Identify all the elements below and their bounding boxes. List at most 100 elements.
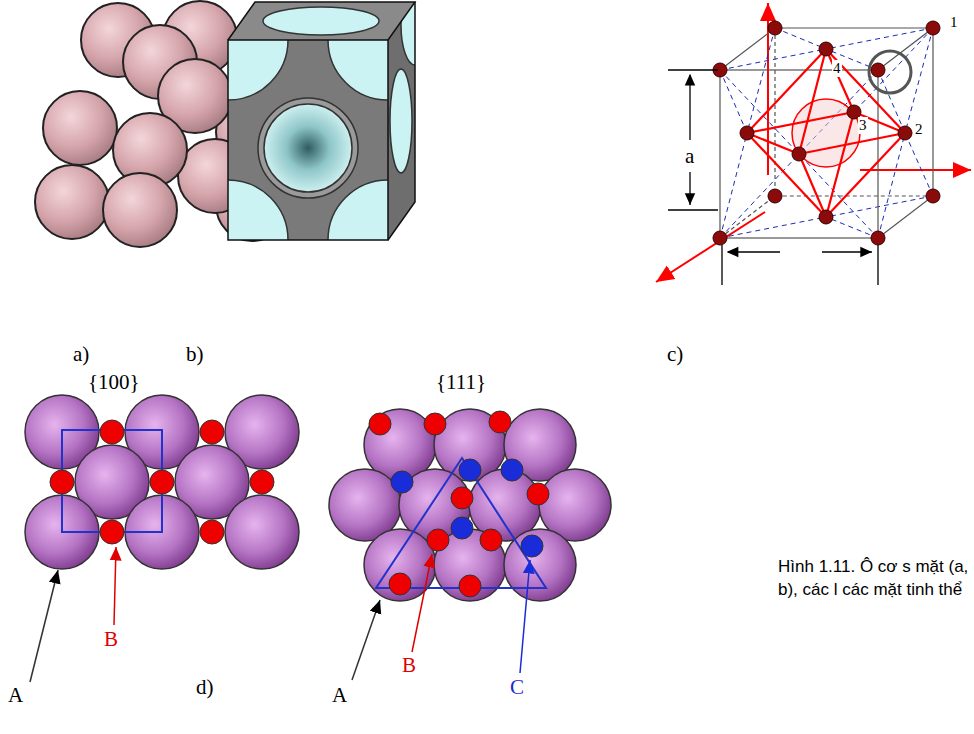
- drawing-part: [388, 2, 415, 240]
- drawing-part: [50, 470, 74, 494]
- figure-letter: c): [667, 343, 683, 366]
- drawing-part: [720, 70, 878, 238]
- drawing-part: [30, 570, 58, 682]
- drawing-part: [527, 483, 549, 505]
- drawing-part: [713, 21, 940, 245]
- drawing-part: [728, 251, 780, 252]
- drawing-part: [860, 169, 971, 171]
- unit-cell-cut: [168, 0, 448, 300]
- drawing-part: [369, 411, 549, 597]
- drawing-part: [100, 420, 124, 444]
- drawing-part: [200, 420, 224, 444]
- drawing-part: [926, 189, 940, 203]
- drawing-part: [877, 245, 878, 285]
- drawing-part: [720, 28, 933, 238]
- drawing-part: [689, 75, 690, 140]
- plane-111: [329, 409, 611, 680]
- drawing-part: [225, 495, 299, 569]
- drawing-part: [747, 49, 905, 217]
- drawing-part: [103, 173, 177, 247]
- figure-caption: Hình 1.11. Ô cơ s mặt (a, b), các l các …: [778, 556, 970, 602]
- drawing-part: [720, 28, 933, 238]
- drawing-part: [35, 165, 109, 239]
- drawing-part: [228, 40, 388, 240]
- drawing-part: [721, 245, 722, 285]
- drawing-part: [376, 458, 546, 588]
- site-letter: B: [104, 628, 118, 651]
- drawing-part: [668, 70, 878, 285]
- drawing-part: [822, 251, 872, 252]
- drawing-part: [768, 189, 782, 203]
- dimension-label: a: [684, 145, 695, 168]
- drawing-part: [799, 154, 826, 217]
- drawing-part: [258, 98, 358, 198]
- drawing-part: [424, 413, 446, 435]
- drawing-part: [228, 2, 415, 240]
- drawing-part: [228, 2, 415, 40]
- drawing-part: [720, 196, 933, 238]
- drawing-part: [747, 133, 826, 217]
- drawing-part: [869, 51, 911, 93]
- drawing-part: [905, 133, 933, 196]
- drawing-part: [668, 69, 718, 70]
- drawing-part: [826, 28, 933, 49]
- drawing-part: [898, 126, 912, 140]
- drawing-part: [391, 471, 413, 493]
- drawing-part: [689, 172, 690, 205]
- callout-number: 1: [950, 14, 958, 31]
- drawing-part: [713, 231, 727, 245]
- drawing-part: [427, 529, 449, 551]
- plane-index: {111}: [436, 371, 486, 394]
- drawing-part: [389, 573, 411, 595]
- callout-number: 2: [915, 121, 923, 138]
- drawing-part: [228, 40, 388, 240]
- drawing-part: [720, 70, 747, 133]
- drawing-part: [720, 154, 799, 238]
- plane-100: [25, 395, 299, 682]
- site-letter: A: [332, 684, 347, 707]
- drawing-part: [200, 520, 224, 544]
- drawing-part: [774, 28, 775, 196]
- drawing-part: [819, 42, 833, 56]
- drawing-part: [329, 409, 611, 601]
- drawing-part: [451, 517, 473, 539]
- drawing-part: [352, 600, 380, 680]
- site-letter: C: [510, 676, 524, 699]
- drawing-part: [720, 70, 799, 154]
- drawing-part: [521, 535, 543, 557]
- drawing-part: [263, 7, 379, 35]
- drawing-part: [150, 470, 174, 494]
- drawing-part: [826, 49, 854, 112]
- figure-letter: b): [186, 343, 204, 366]
- drawing-part: [228, 40, 288, 100]
- drawing-part: [43, 91, 117, 165]
- drawing-part: [480, 529, 502, 551]
- drawing-part: [114, 547, 116, 625]
- drawing-part: [854, 112, 905, 133]
- drawing-part: [871, 63, 885, 77]
- plane-index: {100}: [88, 371, 140, 394]
- drawing-part: [369, 413, 391, 435]
- drawing-part: [720, 217, 826, 238]
- drawing-part: [826, 49, 905, 133]
- drawing-part: [819, 210, 833, 224]
- drawing-part: [390, 0, 429, 173]
- drawing-part: [328, 40, 388, 100]
- drawing-part: [451, 487, 473, 509]
- drawing-part: [501, 459, 523, 481]
- callout-number: 3: [858, 117, 868, 134]
- drawing-part: [250, 470, 274, 494]
- drawing-part: [747, 112, 854, 133]
- figure-letter: d): [196, 676, 214, 699]
- drawing-part: [228, 2, 415, 40]
- drawing-part: [768, 21, 782, 35]
- drawing-part: [775, 28, 826, 49]
- callout-number: 4: [832, 60, 842, 77]
- drawing-part: [391, 459, 543, 557]
- figure-letter: a): [73, 343, 89, 366]
- drawing-part: [720, 133, 747, 238]
- drawing-part: [489, 411, 511, 433]
- drawing-part: [656, 212, 765, 282]
- drawing-part: [459, 575, 481, 597]
